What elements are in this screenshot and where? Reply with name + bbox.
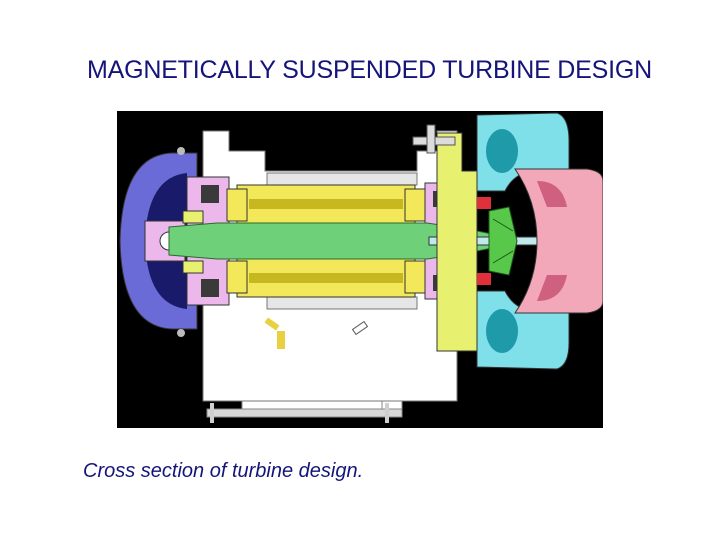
fittings [177,124,456,349]
motor-stator [226,184,426,298]
turbine-volute [476,112,570,370]
turbine-impeller [477,197,518,285]
turbine-outlet [514,168,603,314]
slide-title: MAGNETICALLY SUSPENDED TURBINE DESIGN [87,56,652,84]
turbine-support-plate [436,132,478,352]
figure-caption: Cross section of turbine design. [83,460,364,482]
turbine-cross-section-figure [117,111,603,428]
turbine-cross-section-drawing [119,112,603,423]
